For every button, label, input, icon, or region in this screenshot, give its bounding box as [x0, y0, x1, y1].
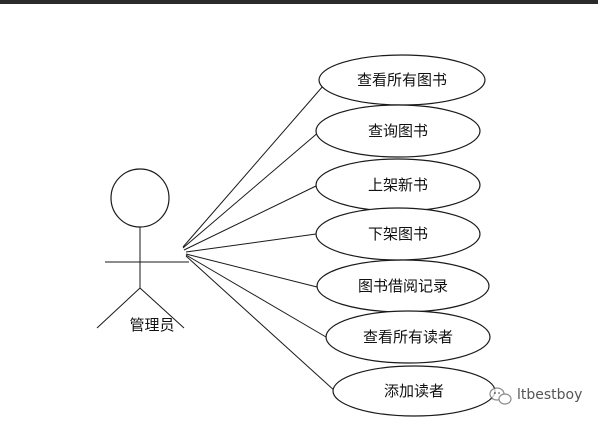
use-case-3[interactable]: 上架新书	[315, 158, 481, 212]
association-line	[182, 130, 321, 249]
use-case-label: 查询图书	[368, 122, 428, 140]
actor-label: 管理员	[129, 316, 174, 334]
actor-right-leg	[139, 287, 185, 329]
association-line	[185, 253, 318, 288]
use-case-7[interactable]: 添加读者	[332, 365, 496, 417]
association-line	[185, 255, 337, 393]
use-case-label: 上架新书	[368, 176, 428, 194]
use-case-label: 查看所有图书	[357, 71, 447, 89]
use-case-6[interactable]: 查看所有读者	[325, 310, 491, 364]
use-case-label: 添加读者	[384, 382, 444, 400]
use-case-ellipse	[325, 310, 491, 364]
use-case-1[interactable]: 查看所有图书	[318, 54, 486, 106]
use-case-label: 查看所有读者	[363, 328, 453, 346]
association-line	[185, 233, 317, 253]
top-border	[0, 0, 598, 4]
use-case-label: 图书借阅记录	[358, 277, 448, 295]
actor-head	[110, 168, 170, 228]
actor-left-leg	[96, 287, 141, 329]
wechat-icon	[489, 387, 512, 405]
use-case-ellipse	[315, 104, 481, 158]
association-lines	[182, 77, 337, 393]
use-case-5[interactable]: 图书借阅记录	[316, 259, 490, 313]
watermark: ltbestboy	[489, 387, 582, 405]
association-line	[182, 77, 331, 248]
association-line	[183, 185, 317, 251]
use-case-2[interactable]: 查询图书	[315, 104, 481, 158]
use-case-4[interactable]: 下架图书	[315, 207, 481, 261]
actor-figure: 管理员	[96, 168, 189, 334]
watermark-text: ltbestboy	[517, 387, 582, 403]
use-case-label: 下架图书	[368, 225, 428, 243]
association-line	[185, 254, 327, 338]
